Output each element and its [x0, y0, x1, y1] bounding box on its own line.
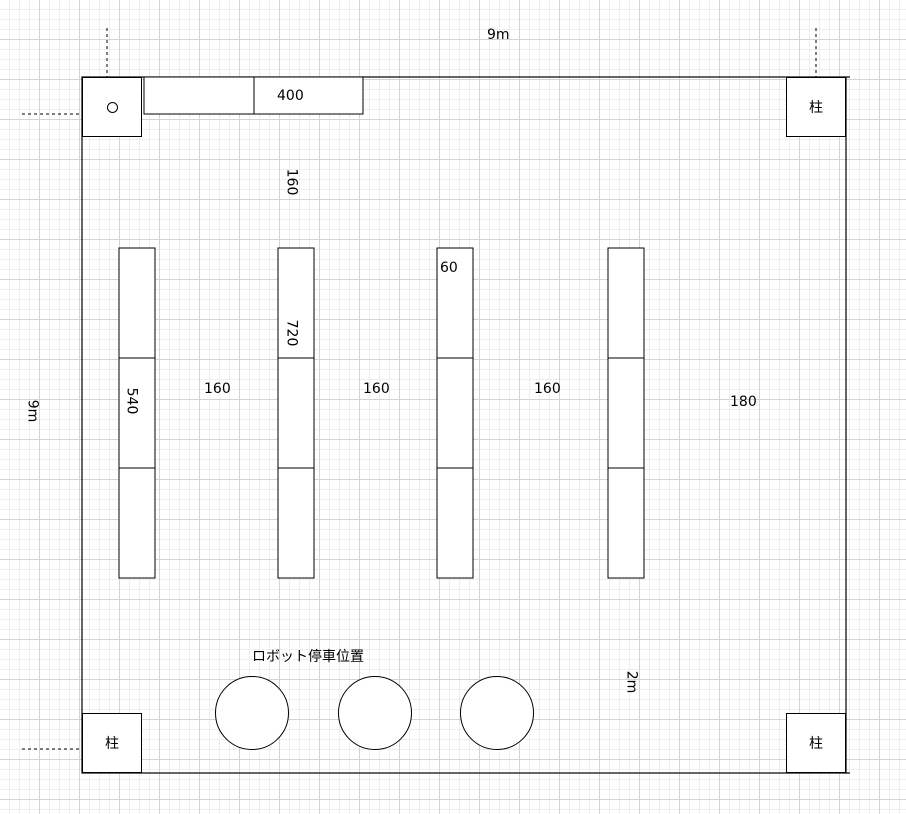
robot-stop-circle-1 [215, 676, 289, 750]
circle-icon [106, 101, 118, 113]
dimension-label-aisle-3: 160 [534, 381, 561, 397]
robot-stop-area-label: ロボット停車位置 [252, 649, 364, 665]
room-outline [81, 76, 847, 774]
pillar-label: 柱 [809, 100, 823, 116]
shelf-column-1 [118, 247, 156, 579]
dimension-label-right-gap: 180 [730, 394, 757, 410]
shelf-column-3 [436, 247, 474, 579]
shelf-segment [607, 467, 645, 579]
pillar-label: 柱 [809, 736, 823, 752]
dimension-label-top-width: 9m [487, 27, 510, 43]
shelf-segment [277, 357, 315, 469]
shelf-segment [277, 247, 315, 359]
shelf-segment [436, 357, 474, 469]
dimension-label-shelf-long: 720 [283, 319, 300, 347]
shelf-segment [118, 357, 156, 469]
shelf-segment [607, 357, 645, 469]
dimension-label-shelf-short: 540 [123, 387, 140, 415]
dimension-label-top-gap: 160 [283, 168, 300, 196]
dimension-label-aisle-2: 160 [363, 381, 390, 397]
dimension-label-bench-length: 400 [277, 88, 304, 104]
shelf-segment [277, 467, 315, 579]
shelf-column-4 [607, 247, 645, 579]
dimension-label-left-height: 9m [24, 399, 41, 423]
pillar-label: 柱 [105, 736, 119, 752]
robot-stop-circle-2 [338, 676, 412, 750]
shelf-segment [436, 467, 474, 579]
robot-stop-circle-3 [460, 676, 534, 750]
pillar-top-right: 柱 [786, 77, 846, 137]
shelf-column-2 [277, 247, 315, 579]
bench-segment-2 [253, 76, 364, 115]
dimension-label-shelf-width: 60 [440, 260, 458, 276]
dimension-label-bottom-gap: 2m [623, 670, 640, 694]
pillar-bottom-right: 柱 [786, 713, 846, 773]
bench-segment-1 [143, 76, 255, 115]
shelf-segment [118, 247, 156, 359]
shelf-segment [118, 467, 156, 579]
pillar-top-left [82, 77, 142, 137]
pillar-bottom-left: 柱 [82, 713, 142, 773]
dimension-label-aisle-1: 160 [204, 381, 231, 397]
shelf-segment [607, 247, 645, 359]
